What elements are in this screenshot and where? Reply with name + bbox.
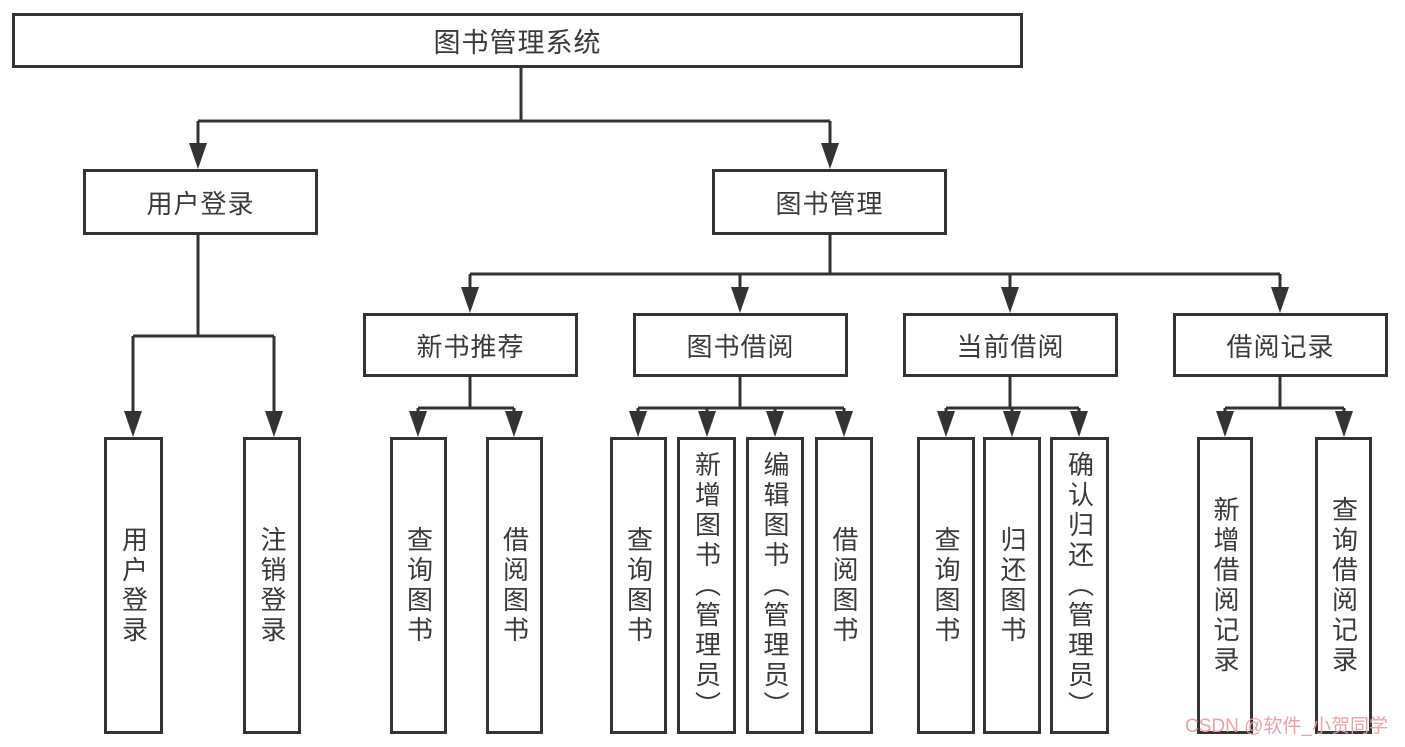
leaf-query-books-borrow: 查询图书	[610, 437, 667, 734]
leaf-user-login: 用户登录	[104, 437, 163, 734]
leaf-query-books-recommend-label: 查询图书	[403, 525, 434, 646]
node-book-borrow: 图书借阅	[633, 313, 848, 377]
leaf-logout-label: 注销登录	[257, 525, 287, 646]
leaf-logout: 注销登录	[243, 437, 301, 734]
leaf-edit-book-admin-label: 编辑图书（管理员）	[760, 450, 790, 721]
leaf-add-borrow-record-label: 新增借阅记录	[1210, 495, 1240, 676]
leaf-add-book-admin: 新增图书（管理员）	[677, 437, 736, 734]
node-book-management: 图书管理	[712, 169, 947, 235]
leaf-return-book-label: 归还图书	[997, 525, 1027, 646]
node-new-book-recommend-label: 新书推荐	[416, 331, 525, 362]
leaf-borrow-books-label: 借阅图书	[829, 525, 859, 646]
leaf-query-books-current: 查询图书	[917, 437, 975, 734]
leaf-borrow-books-recommend: 借阅图书	[486, 437, 543, 734]
node-book-management-label: 图书管理	[775, 188, 884, 219]
node-current-borrow-label: 当前借阅	[956, 331, 1065, 362]
node-borrow-records: 借阅记录	[1173, 313, 1388, 377]
leaf-confirm-return-admin: 确认归还（管理员）	[1050, 437, 1109, 734]
node-user-login-label: 用户登录	[146, 188, 255, 219]
node-root: 图书管理系统	[12, 13, 1023, 68]
leaf-query-books-current-label: 查询图书	[931, 525, 961, 646]
node-new-book-recommend: 新书推荐	[363, 313, 578, 377]
leaf-add-book-admin-label: 新增图书（管理员）	[691, 450, 722, 721]
leaf-user-login-label: 用户登录	[118, 525, 149, 646]
leaf-query-borrow-record: 查询借阅记录	[1315, 437, 1372, 734]
leaf-borrow-books-recommend-label: 借阅图书	[499, 525, 530, 646]
leaf-query-books-borrow-label: 查询图书	[623, 525, 654, 646]
node-user-login: 用户登录	[83, 169, 318, 235]
leaf-return-book: 归还图书	[983, 437, 1041, 734]
node-root-label: 图书管理系统	[433, 28, 602, 58]
watermark: CSDN @软件_小贺同学	[1185, 716, 1388, 737]
leaf-confirm-return-admin-label: 确认归还（管理员）	[1064, 450, 1095, 721]
leaf-query-books-recommend: 查询图书	[390, 437, 447, 734]
leaf-edit-book-admin: 编辑图书（管理员）	[746, 437, 804, 734]
leaf-borrow-books: 借阅图书	[815, 437, 873, 734]
leaf-query-borrow-record-label: 查询借阅记录	[1328, 495, 1359, 676]
leaf-add-borrow-record: 新增借阅记录	[1197, 437, 1253, 734]
node-book-borrow-label: 图书借阅	[686, 331, 795, 362]
node-current-borrow: 当前借阅	[903, 313, 1118, 377]
node-borrow-records-label: 借阅记录	[1226, 331, 1335, 362]
